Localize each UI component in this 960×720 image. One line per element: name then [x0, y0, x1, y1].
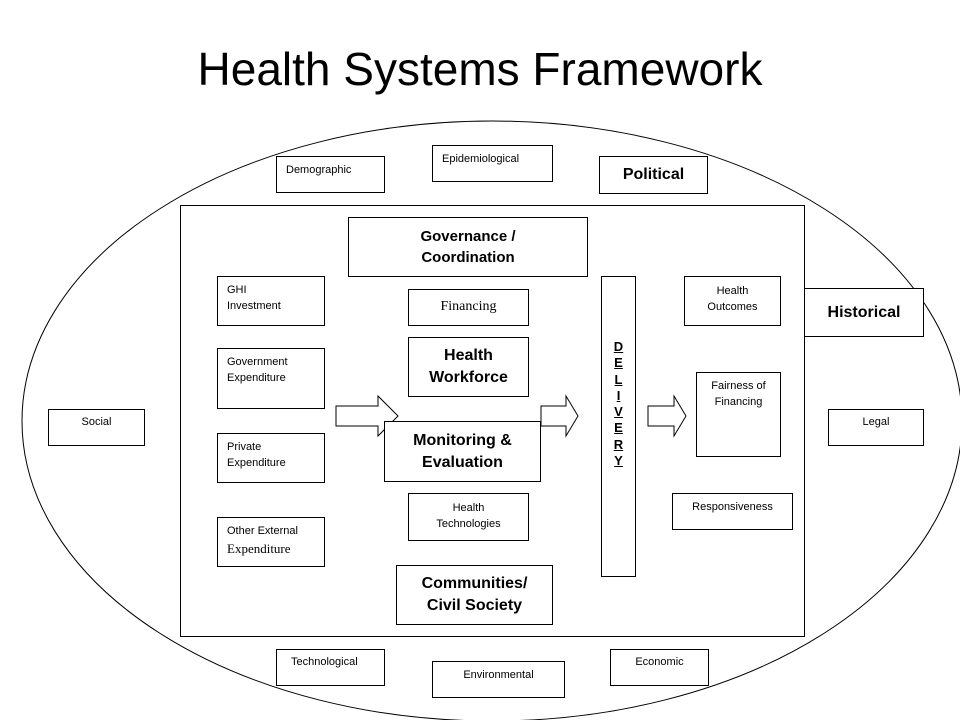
context-political: Political — [599, 156, 708, 194]
context-social: Social — [48, 409, 145, 446]
context-technological: Technological — [276, 649, 385, 686]
context-demographic: Demographic — [276, 156, 385, 193]
outcome-health-outcomes: Health Outcomes — [684, 276, 781, 326]
context-historical: Historical — [804, 288, 924, 337]
outcome-fairness-of-financing: Fairness of Financing — [696, 372, 781, 457]
input-ghi-investment: GHI Investment — [217, 276, 325, 326]
context-ellipse — [21, 120, 960, 720]
context-legal: Legal — [828, 409, 924, 446]
context-environmental: Environmental — [432, 661, 565, 698]
context-economic: Economic — [610, 649, 709, 686]
block-monitoring-evaluation: Monitoring &Evaluation — [384, 421, 541, 482]
outcome-responsiveness: Responsiveness — [672, 493, 793, 530]
page-title: Health Systems Framework — [197, 43, 763, 95]
flow-arrow-building-blocks — [540, 394, 579, 438]
input-government-expenditure: Government Expenditure — [217, 348, 325, 409]
block-governance-coordination: Governance /Coordination — [348, 217, 588, 277]
delivery-label: D E L I V E R Y — [613, 339, 624, 469]
flow-arrow-delivery — [647, 394, 687, 438]
context-epidemiological: Epidemiological — [432, 145, 553, 182]
delivery-bar: D E L I V E R Y — [601, 276, 636, 577]
input-private-expenditure: Private Expenditure — [217, 433, 325, 483]
block-communities-civil-society: Communities/Civil Society — [396, 565, 553, 625]
input-other-external-expenditure: Other External Expenditure — [217, 517, 325, 567]
block-financing: Financing — [408, 289, 529, 326]
